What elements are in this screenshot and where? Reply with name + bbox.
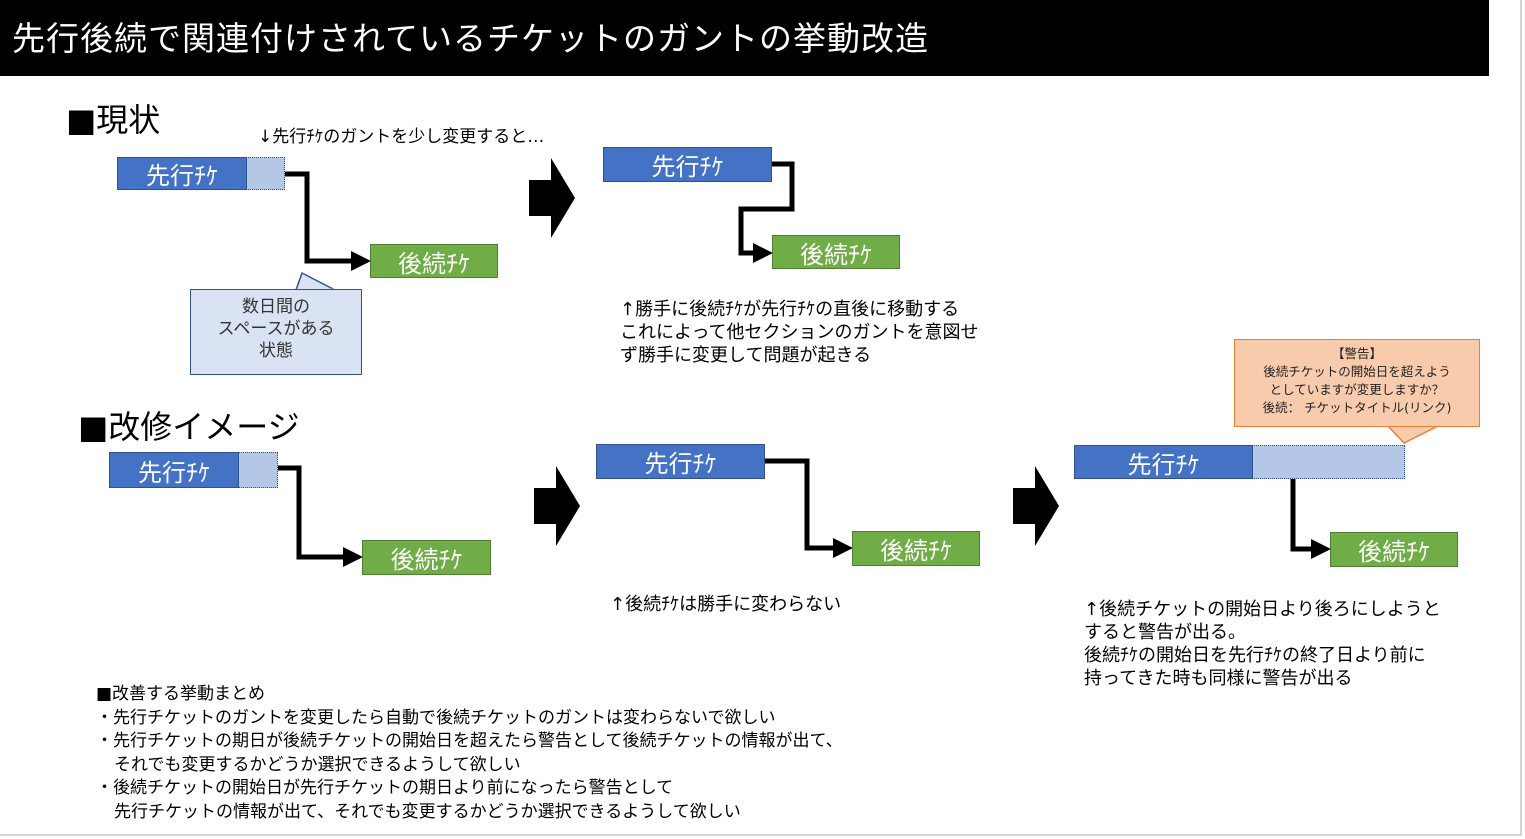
predecessor-label: 先行ﾁｹ [138, 458, 210, 487]
summary-line: ・後続チケットの開始日が先行チケットの期日より前になったら警告として [96, 778, 674, 798]
warning-callout-line: 後続チケットの開始日を超えよう [1263, 364, 1451, 379]
predecessor-ticket-bar: 先行ﾁｹ [117, 157, 247, 190]
predecessor-label: 先行ﾁｹ [1127, 450, 1200, 479]
summary-line: 先行チケットの情報が出て、それでも変更するかどうか選択できるようして欲しい [114, 801, 741, 822]
extended-space-bar [1250, 445, 1405, 479]
warning-callout: 【警告】 後続チケットの開始日を超えよう としていますが変更しますか？ 後続： … [1234, 339, 1480, 427]
predecessor-label: 先行ﾁｹ [146, 162, 218, 190]
predecessor-label: 先行ﾁｹ [644, 450, 717, 478]
warning-result-text: ↑後続チケットの開始日より後ろにしようと すると警告が出る。 後続ﾁｹの開始日を… [1084, 598, 1441, 690]
warning-result-line: ↑後続チケットの開始日より後ろにしようと [1084, 599, 1441, 620]
space-bar-improve [237, 452, 278, 488]
callout-tail-space [294, 271, 336, 291]
space-callout-line: スペースがある [217, 319, 335, 339]
section-heading-current: ■現状 [66, 101, 161, 139]
successor-ticket-bar: 後続ﾁｹ [772, 235, 900, 269]
predecessor-ticket-bar: 先行ﾁｹ [1074, 445, 1253, 479]
change-note: ↓先行ﾁｹのガントを少し変更すると… [258, 127, 545, 147]
summary-line: ・先行チケットのガントを変更したら自動で後続チケットのガントは変わらないで欲しい [96, 707, 776, 728]
connector-improve-middle [765, 458, 853, 558]
connector-current-after [738, 161, 795, 263]
successor-ticket-bar: 後続ﾁｹ [1330, 532, 1458, 567]
successor-ticket-bar: 後続ﾁｹ [852, 531, 980, 566]
flow-arrow-current [529, 158, 575, 238]
successor-label: 後続ﾁｹ [390, 546, 463, 574]
summary-heading: ■改善する挙動まとめ [96, 684, 266, 704]
predecessor-ticket-bar: 先行ﾁｹ [109, 452, 239, 488]
current-result-line: ↑勝手に後続ﾁｹが先行ﾁｹの直後に移動する [620, 299, 960, 320]
current-result-line: ず勝手に変更して問題が起きる [620, 345, 872, 366]
space-callout: 数日間の スペースがある 状態 [190, 289, 362, 375]
warning-callout-line: 【警告】 [1331, 346, 1382, 361]
flow-arrow-improve-1 [534, 466, 580, 546]
section-heading-improve: ■改修イメージ [78, 408, 300, 446]
predecessor-label: 先行ﾁｹ [651, 153, 724, 181]
space-callout-line: 状態 [259, 341, 293, 361]
summary-line: それでも変更するかどうか選択できるようして欲しい [114, 754, 521, 775]
flow-arrow-improve-2 [1013, 466, 1059, 546]
successor-label: 後続ﾁｹ [398, 249, 470, 278]
callout-tail-warning [1386, 425, 1439, 444]
improve-result-text: ↑後続ﾁｹは勝手に変わらない [610, 593, 841, 616]
successor-ticket-bar: 後続ﾁｹ [370, 244, 498, 278]
current-result-line: これによって他セクションのガントを意図せ [620, 322, 979, 343]
successor-ticket-bar: 後続ﾁｹ [362, 540, 491, 575]
page-title: 先行後続で関連付けされているチケットのガントの挙動改造 [12, 19, 930, 58]
space-bar-current [245, 157, 285, 190]
warning-result-line: 持ってきた時も同様に警告が出る [1084, 668, 1353, 689]
summary-block: ■改善する挙動まとめ ・先行チケットのガントを変更したら自動で後続チケットのガン… [96, 683, 843, 824]
improve-result-line: ↑後続ﾁｹは勝手に変わらない [610, 594, 842, 615]
title-bar: 先行後続で関連付けされているチケットのガントの挙動改造 [0, 0, 1489, 76]
warning-result-line: 後続ﾁｹの開始日を先行ﾁｹの終了日より前に [1084, 645, 1426, 666]
summary-line: ・先行チケットの期日が後続チケットの開始日を超えたら警告として後続チケットの情報… [96, 731, 843, 751]
warning-callout-line: としていますが変更しますか？ [1269, 382, 1445, 397]
current-result-text: ↑勝手に後続ﾁｹが先行ﾁｹの直後に移動する これによって他セクションのガントを意… [620, 298, 979, 367]
warning-callout-line: 後続： チケットタイトル(リンク) [1262, 400, 1452, 415]
predecessor-ticket-bar: 先行ﾁｹ [603, 147, 772, 182]
predecessor-ticket-bar: 先行ﾁｹ [596, 444, 765, 479]
warning-result-line: すると警告が出る。 [1084, 622, 1246, 643]
space-callout-line: 数日間の [242, 297, 310, 317]
successor-label: 後続ﾁｹ [800, 240, 872, 269]
successor-label: 後続ﾁｹ [880, 537, 952, 565]
successor-label: 後続ﾁｹ [1358, 538, 1430, 566]
